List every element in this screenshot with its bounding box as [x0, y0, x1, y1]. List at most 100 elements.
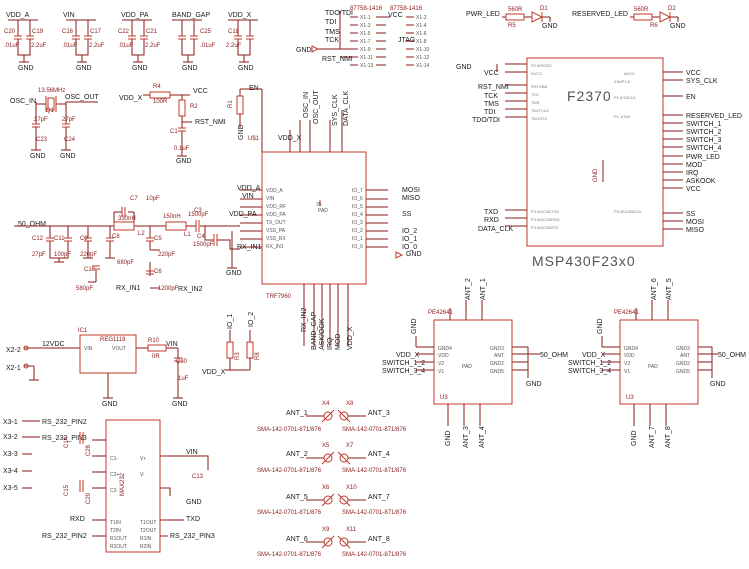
- mcu-title: F2370: [567, 88, 612, 104]
- gnd-label: GND: [411, 318, 418, 334]
- rx-net: RX_IN2: [178, 286, 203, 293]
- svg-text:TMS: TMS: [531, 100, 540, 105]
- oscillator-circuit: OSC_IN OSC_OUT 13.56MHz Q1 27pF 27pF C23…: [10, 88, 100, 160]
- crystal-ref: Q1: [46, 108, 55, 114]
- rf-matching-network: 50_OHM C7 10pF 330nH L2 150nH L1 C3 1500…: [14, 196, 240, 293]
- conn-label: X2-1: [6, 365, 21, 372]
- rail-label: VDD_X: [119, 95, 143, 102]
- conn-pin: X1-7: [360, 39, 371, 45]
- reset-network: VDD_X R4 100R VCC R2 RST_NMI C1 0.1uF GN…: [119, 84, 226, 165]
- cap-ref: C19: [32, 29, 44, 35]
- antenna-ref: X7: [346, 443, 354, 449]
- decoupling-caps: VDD_A VIN VDD_PA BAND_GAP VDD_X C20 C19 …: [4, 12, 258, 72]
- cap-ref: C8: [112, 234, 120, 240]
- switch-pin: VDD: [438, 353, 449, 359]
- antenna-net: ANT_7: [368, 494, 390, 501]
- inductor-l2: [113, 221, 135, 231]
- cap-value: 1500pF: [188, 212, 209, 218]
- svg-text:T2IN: T2IN: [110, 528, 121, 534]
- conn-pin: X1-14: [416, 63, 430, 69]
- svg-text:V+: V+: [140, 456, 146, 462]
- conn-pin: X1-8: [416, 39, 427, 45]
- conn-pin: X1-3: [360, 23, 371, 29]
- trf-bottom-net: VDD_X: [347, 326, 354, 350]
- resistor-ref: R4: [153, 84, 161, 90]
- trf-right-net: IO_2: [402, 228, 417, 235]
- gnd-label: GND: [631, 430, 638, 446]
- antenna-ref: X9: [322, 527, 330, 533]
- gnd-label: GND: [597, 318, 604, 334]
- switch-pin: GND4: [438, 346, 452, 352]
- cap-ref: C16: [62, 29, 74, 35]
- svg-text:R2OUT: R2OUT: [110, 544, 127, 550]
- cap-ref: C29: [86, 492, 92, 504]
- cap-value: 2.2uF: [89, 43, 105, 49]
- cap-ref: C7: [130, 196, 138, 202]
- conn-pin: X1-2: [416, 15, 427, 21]
- cap-value: 1uF: [178, 376, 189, 382]
- switch-net: VDD_X: [582, 352, 606, 359]
- svg-text:P3.3/UCB0CLK: P3.3/UCB0CLK: [614, 209, 642, 214]
- io-net: IO_1: [227, 314, 234, 329]
- trf-bottom-net: MOD: [335, 334, 342, 350]
- resistor-value: 0R: [152, 354, 160, 360]
- gnd-label: GND: [710, 381, 726, 388]
- resistor-ref: R2: [190, 104, 198, 110]
- mcu-net: RESERVED_LED: [686, 113, 742, 120]
- resistor-value: 560R: [508, 7, 523, 13]
- trf-top-net: VDD_X: [278, 135, 302, 142]
- cap-value: .01uF: [62, 43, 78, 49]
- net-label: 50_OHM: [18, 221, 46, 228]
- trf-pin: IO_7: [352, 188, 363, 194]
- switch-net: SWITCH_1_2: [382, 360, 425, 367]
- cap-value: 100pF: [54, 252, 71, 258]
- crystal-value: 13.56MHz: [38, 88, 65, 94]
- antenna-pair: ANT_5 X6 X10 ANT_7 SMA-142-0701-871/876 …: [257, 485, 407, 516]
- gnd-label: GND: [102, 401, 118, 408]
- switch-net: 50_OHM: [718, 352, 746, 359]
- trf-part: TRF7960: [266, 294, 292, 300]
- cap-value: .01uF: [4, 43, 20, 49]
- svg-text:P3.0/UCB0STE: P3.0/UCB0STE: [531, 225, 559, 230]
- cap-ref: C14: [64, 436, 70, 448]
- cap-value: 680pF: [117, 260, 134, 266]
- mcu-net: PWR_LED: [686, 154, 720, 161]
- switch-pin: V2: [438, 361, 444, 367]
- trf-top-net: SYS_CLK: [332, 94, 339, 126]
- conn-label: X3-5: [3, 485, 18, 492]
- switch-pin: GND3: [676, 346, 690, 352]
- sma-part: SMA-142-0701-871/876: [342, 468, 407, 474]
- conn-label: X3-1: [3, 419, 18, 426]
- trf-pin: VIN: [266, 196, 275, 202]
- inductor-value: 150nH: [163, 214, 181, 220]
- gnd-label: GND: [30, 153, 46, 160]
- trf-pin: IO_3: [352, 220, 363, 226]
- led-net: RESERVED_LED: [572, 11, 628, 18]
- cap-ref: C10: [84, 267, 96, 273]
- trf-pin: TX_OUT: [266, 220, 286, 226]
- switch-net: ANT_5: [666, 278, 673, 300]
- antenna-ref: X5: [322, 443, 330, 449]
- trf-pin: RX_IN1: [266, 244, 284, 250]
- svg-text:P1.0/TACLK: P1.0/TACLK: [614, 95, 636, 100]
- jtag-net: TCK: [325, 37, 339, 44]
- cap-ref: C28: [86, 444, 92, 456]
- svg-text:P3.4/UCA0TXD: P3.4/UCA0TXD: [531, 209, 559, 214]
- cap-ref: C9: [80, 236, 88, 242]
- rail-label: VDD_PA: [121, 12, 149, 19]
- switch-net: ANT_8: [665, 426, 672, 448]
- trf-pad: PAD: [318, 208, 328, 214]
- antenna-net: ANT_4: [368, 451, 390, 458]
- cap-value: 580pF: [76, 286, 93, 292]
- cap-ref: C22: [118, 29, 130, 35]
- trf-pin: IO_1: [352, 236, 363, 242]
- switch-net: SWITCH_3_4: [382, 368, 425, 375]
- conn-pin: X1-4: [416, 23, 427, 29]
- sma-part: SMA-142-0701-871/876: [257, 468, 322, 474]
- switch-pin: ANT: [680, 353, 690, 359]
- gnd-label: GND: [18, 65, 34, 72]
- trf-top-net: OSC_IN: [303, 92, 310, 118]
- mcu-body: [526, 57, 664, 247]
- max232-body: [105, 419, 161, 553]
